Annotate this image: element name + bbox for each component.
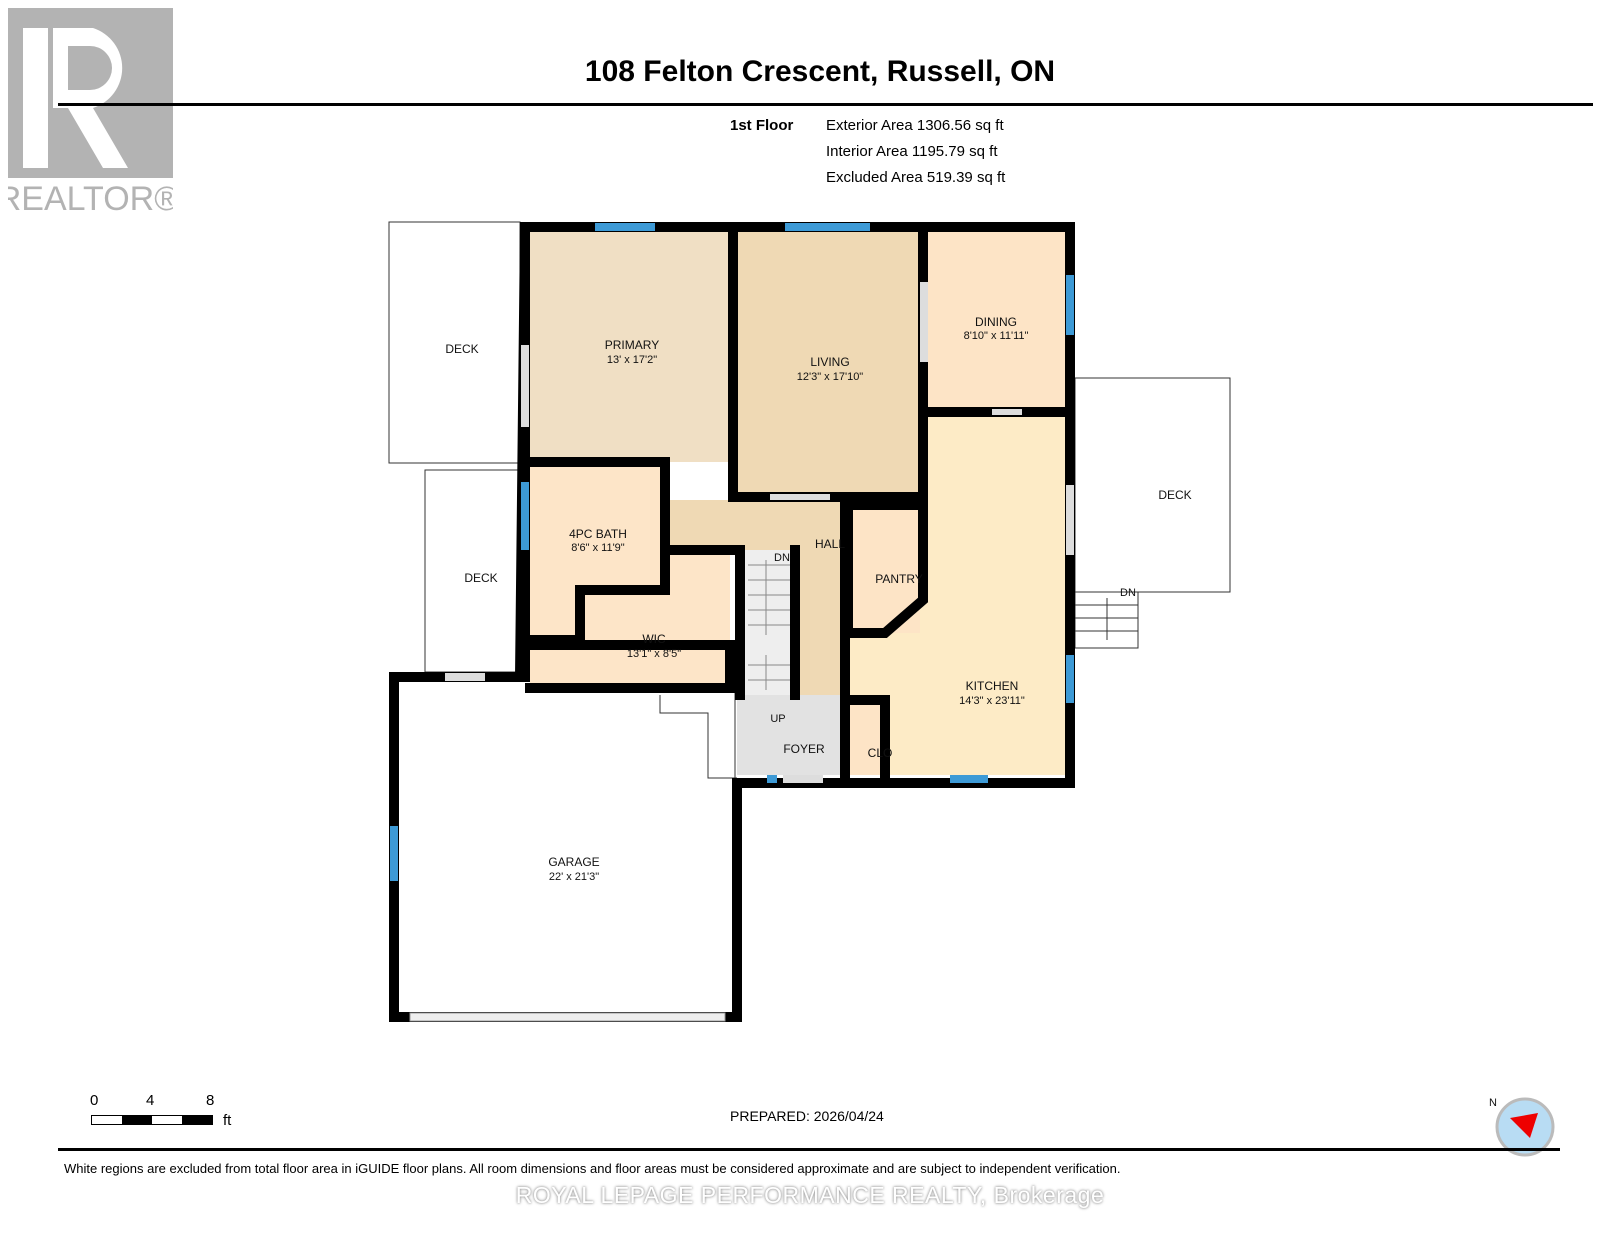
room-clo [848,700,885,775]
room-name-clo: CLO [868,746,893,760]
page-title-text: 108 Felton Crescent, Russell, ON [584,55,1056,88]
realtor-logo: REALTOR® [8,8,173,213]
compass-icon: N [1489,1097,1555,1157]
door-opening [445,673,485,681]
exterior-area: Exterior Area 1306.56 sq ft [826,117,1004,134]
room-wic [530,550,730,685]
room-dims-bath: 8'6" x 11'9" [571,542,624,554]
room-dining [928,230,1065,412]
garage-floor [394,677,736,1017]
deck-bottom-left [424,469,521,673]
room-name-bath: 4PC BATH [569,527,627,541]
room-foyer [737,695,845,775]
window [390,826,398,881]
room-kitchen [848,415,1065,775]
brokerage-watermark: ROYAL LEPAGE PERFORMANCE REALTY, Brokera… [515,1182,1105,1208]
window [595,223,655,231]
compass-north-label: N [1489,1097,1497,1109]
window [1066,655,1074,703]
deck-stairs-down-label: DN [1120,587,1136,599]
room-dims-wic: 13'1" x 8'5" [627,648,681,660]
door-opening [521,345,529,427]
disclaimer: White regions are excluded from total fl… [64,1161,1121,1176]
page-title: 108 Felton Crescent, Russell, ON [0,55,1600,89]
room-bath [530,462,665,640]
room-name-primary: PRIMARY [605,338,659,352]
door-opening [920,282,928,362]
stairs-down-label: DN [774,552,790,564]
room-living [737,230,920,500]
room-dims-primary: 13' x 17'2" [607,354,657,366]
front-door [783,775,823,783]
room-dims-living: 12'3" x 17'10" [797,371,864,383]
scale-bar: 0 4 8 ft [88,1092,248,1137]
door-opening [1066,485,1074,555]
deck-right [1074,377,1231,593]
floor-label: 1st Floor [730,117,794,134]
room-name-pantry: PANTRY [875,572,923,586]
scale-bar-graphic [91,1115,213,1125]
door-opening [770,494,830,500]
garage-door [409,1012,726,1022]
room-hall-lower [795,540,845,695]
window [950,775,988,783]
room-name-deck3: DECK [1158,488,1191,502]
room-name-deck1: DECK [445,342,478,356]
window [1066,275,1074,335]
room-dims-dining: 8'10" x 11'11" [964,330,1029,342]
room-name-kitchen: KITCHEN [966,679,1019,693]
room-name-living: LIVING [810,355,849,369]
prepared-date: PREPARED: 2026/04/24 [730,1108,884,1124]
room-name-dining: DINING [975,315,1017,329]
deck-top-left [388,221,521,464]
scale-tick: 4 [146,1092,155,1109]
stairs-up-label: UP [770,713,785,725]
window [521,482,529,550]
scale-tick: 0 [90,1092,99,1109]
room-name-hall: HALL [815,537,845,551]
footer-divider [58,1148,1560,1151]
excluded-area: Excluded Area 519.39 sq ft [826,169,1006,186]
scale-unit: ft [223,1112,232,1129]
realtor-logo-text: REALTOR® [8,180,173,213]
scale-tick: 8 [206,1092,215,1109]
room-dims-kitchen: 14'3" x 23'11" [959,695,1025,707]
room-name-deck2: DECK [464,571,497,585]
room-name-garage: GARAGE [548,855,599,869]
door-opening [992,409,1022,415]
room-name-wic: WIC [642,632,666,646]
interior-area: Interior Area 1195.79 sq ft [826,143,998,160]
window [767,775,777,783]
room-name-foyer: FOYER [783,742,825,756]
room-dims-garage: 22' x 21'3" [549,871,599,883]
header-divider [58,103,1593,106]
window [785,223,870,231]
stairs [740,550,795,695]
room-primary [530,230,730,462]
